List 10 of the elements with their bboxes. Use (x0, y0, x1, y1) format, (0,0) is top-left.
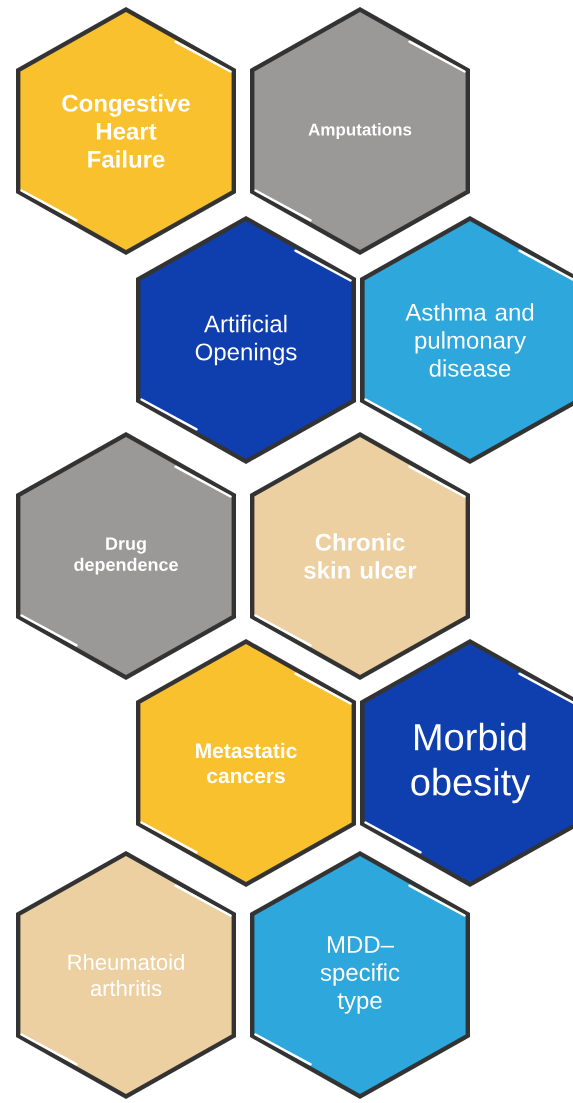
hexagon-box: Rheumatoid arthritis (16, 851, 236, 1099)
hexagon-box: Drug dependence (16, 432, 236, 680)
hexagon-box: Morbid obesity (360, 639, 573, 887)
hexagon-box: MDD–specific type (250, 851, 470, 1099)
hexagon-box: Chronic skin ulcer (250, 432, 470, 680)
hexagon-box: Metastatic cancers (136, 639, 356, 887)
hexagon-box: Asthma and pulmonary disease (360, 216, 573, 464)
hexagon-box: Amputations (250, 7, 470, 255)
hexagon-box: Congestive Heart Failure (16, 7, 236, 255)
hexagon-box: Artificial Openings (136, 216, 356, 464)
